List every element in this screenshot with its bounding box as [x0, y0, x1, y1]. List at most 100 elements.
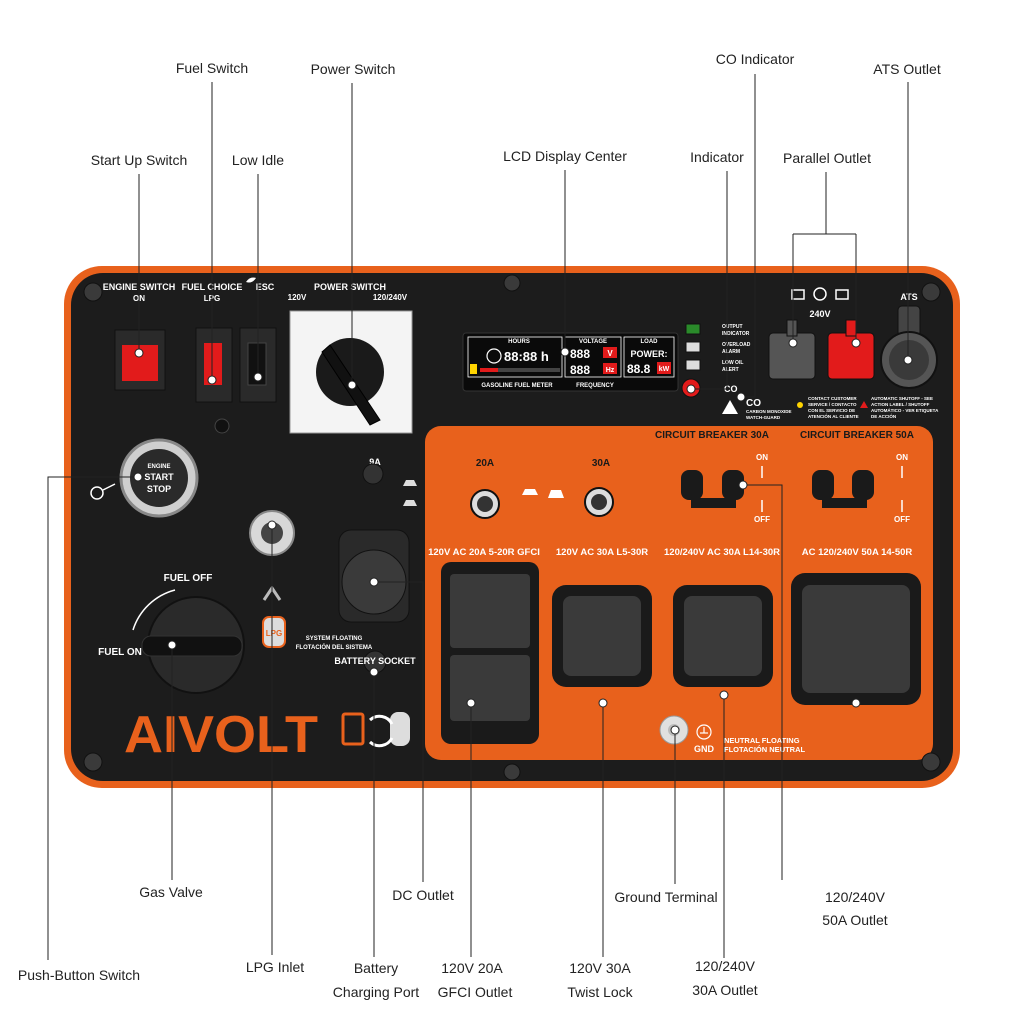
leader-lines [47, 74, 909, 960]
lcd-hours-value: 88:88 h [504, 349, 549, 364]
control-panel: ENGINE SWITCH ON FUEL CHOICE LPG ESC POW… [64, 266, 960, 788]
lcd-hours-label: HOURS [508, 339, 530, 345]
battery-socket-label: BATTERY SOCKET [334, 656, 416, 666]
callout-twist-line1: 120V 30A [569, 960, 631, 976]
lcd-hz-unit: Hz [606, 367, 615, 374]
callout-lpg-inlet: LPG Inlet [246, 959, 304, 975]
low-oil-alert-light [685, 359, 701, 371]
system-floating-label: SYSTEM FLOATING [306, 636, 363, 642]
fuel-choice-red [204, 343, 222, 385]
lcd-frequency-value: 888 [570, 363, 590, 377]
power-120-label: 120V [288, 293, 307, 302]
fuel-on-label: FUEL ON [98, 647, 142, 658]
gfci-outlet-label: 120V AC 20A 5-20R GFCI [428, 547, 540, 558]
1450-outlet-cover[interactable] [791, 573, 921, 705]
callout-50a-line2: 50A Outlet [822, 912, 887, 928]
l14-outlet-cover[interactable] [673, 585, 773, 687]
parallel-240v-label: 240V [809, 309, 830, 319]
callout-gfci-line2: GFCI Outlet [438, 984, 513, 1000]
flotacion-sistema-label: FLOTACIÓN DEL SISTEMA [296, 643, 373, 651]
flotacion-neutral-label: FLOTACIÓN NEUTRAL [724, 745, 806, 754]
callout-start-up-switch: Start Up Switch [91, 152, 187, 168]
parallel-outlet-red[interactable] [827, 319, 875, 380]
fuel-pump-icon [470, 364, 477, 374]
lpg-badge-text: LPG [266, 629, 282, 638]
dc-fuse-button[interactable] [362, 463, 384, 485]
auto-text-1: AUTOMATIC SHUTOFF - SEE [871, 396, 933, 401]
breaker-30a-rating: 30A [592, 458, 610, 469]
co-warning-text-1: CARBON MONOXIDE [746, 409, 792, 414]
contact-text-4: ATENCIÓN AL CLIENTE [808, 412, 859, 419]
l5-outlet-cover[interactable] [552, 585, 652, 687]
overload-alarm-text-2: ALARM [722, 349, 740, 355]
ats-label: ATS [900, 292, 917, 302]
engine-rocker-switch[interactable] [114, 329, 166, 391]
service-icon [797, 402, 803, 408]
fuel-meter-fill [480, 368, 498, 372]
circuit-breaker-30a-switch[interactable] [681, 470, 744, 508]
lcd-kw-unit: kW [659, 366, 670, 373]
gnd-label: GND [694, 744, 715, 754]
parallel-outlet-black[interactable] [768, 319, 816, 380]
callout-lcd-display-center: LCD Display Center [503, 148, 627, 164]
fuel-off-label: FUEL OFF [164, 573, 213, 584]
lcd-power-label: POWER: [631, 349, 668, 359]
push-stop-label: STOP [147, 484, 171, 494]
co-warning-text-2: WATCH-GUARD [746, 415, 781, 420]
lcd-load-label: LOAD [641, 339, 659, 345]
dual-fuel-icon [341, 712, 410, 748]
co-label: CO [724, 384, 738, 394]
auto-text-4: DE ACCIÓN [871, 412, 896, 419]
lcd-voltage-value: 888 [570, 347, 590, 361]
l14-outlet-label: 120/240V AC 30A L14-30R [664, 547, 780, 558]
low-oil-text-1: LOW OIL [722, 360, 743, 366]
auto-text-2: ACTION LABEL / SHUTOFF [871, 402, 930, 407]
output-indicator-light [685, 323, 701, 335]
push-button-start-stop[interactable] [119, 438, 199, 518]
output-indicator-text-1: OUTPUT [722, 324, 743, 330]
breaker-30a-off: OFF [754, 515, 770, 524]
callout-fuel-switch: Fuel Switch [176, 60, 248, 76]
screw-icon [83, 274, 941, 781]
dc-9a-label: 9A [369, 457, 381, 467]
callout-gfci-line1: 120V 20A [441, 960, 503, 976]
callout-dc-outlet: DC Outlet [392, 887, 454, 903]
lcd-fuel-meter-label: GASOLINE FUEL METER [481, 383, 553, 389]
breaker-50a-label: CIRCUIT BREAKER 50A [800, 430, 914, 441]
lcd-voltage-label: VOLTAGE [579, 339, 607, 345]
fuel-arrow-icon [132, 589, 176, 631]
link-icon [791, 287, 849, 301]
brand-logo: AIVOLT [124, 706, 318, 764]
gfci-outlet-cover[interactable] [441, 562, 539, 744]
callout-30a-line1: 120/240V [695, 958, 756, 974]
callout-ground-terminal: Ground Terminal [614, 889, 717, 905]
output-indicator-text-2: INDICATOR [722, 331, 750, 337]
fuel-choice-switch[interactable] [195, 327, 233, 403]
callout-50a-line1: 120/240V [825, 889, 886, 905]
1450-outlet-label: AC 120/240V 50A 14-50R [802, 547, 913, 558]
callout-indicator: Indicator [690, 149, 744, 165]
bell-icon [522, 489, 564, 498]
callout-parallel-outlet: Parallel Outlet [783, 150, 871, 166]
power-selector-switch[interactable] [289, 310, 413, 434]
callout-gas-valve: Gas Valve [139, 884, 203, 900]
callout-push-button-switch: Push-Button Switch [18, 967, 140, 983]
callout-low-idle: Low Idle [232, 152, 284, 168]
callout-power-switch: Power Switch [311, 61, 396, 77]
dc-outlet[interactable] [338, 529, 410, 623]
key-icon [90, 483, 116, 500]
callout-battery-line1: Battery [354, 960, 398, 976]
lcd-display [462, 332, 679, 392]
callout-ats-outlet: ATS Outlet [873, 61, 941, 77]
overload-alarm-text-1: OVERLOAD [722, 342, 751, 348]
low-oil-text-2: ALERT [722, 367, 739, 373]
ground-symbol-icon [696, 724, 712, 740]
circuit-breaker-50a-switch[interactable] [812, 470, 874, 508]
lcd-v-unit: V [607, 349, 613, 358]
fuse-knob-icon [214, 418, 230, 434]
lcd-frequency-label: FREQUENCY [576, 383, 614, 389]
esc-label: ESC [256, 282, 275, 292]
auto-text-3: AUTOMÁTICO - VER ETIQUETA [871, 407, 939, 413]
shutoff-warning-icon [860, 401, 868, 408]
